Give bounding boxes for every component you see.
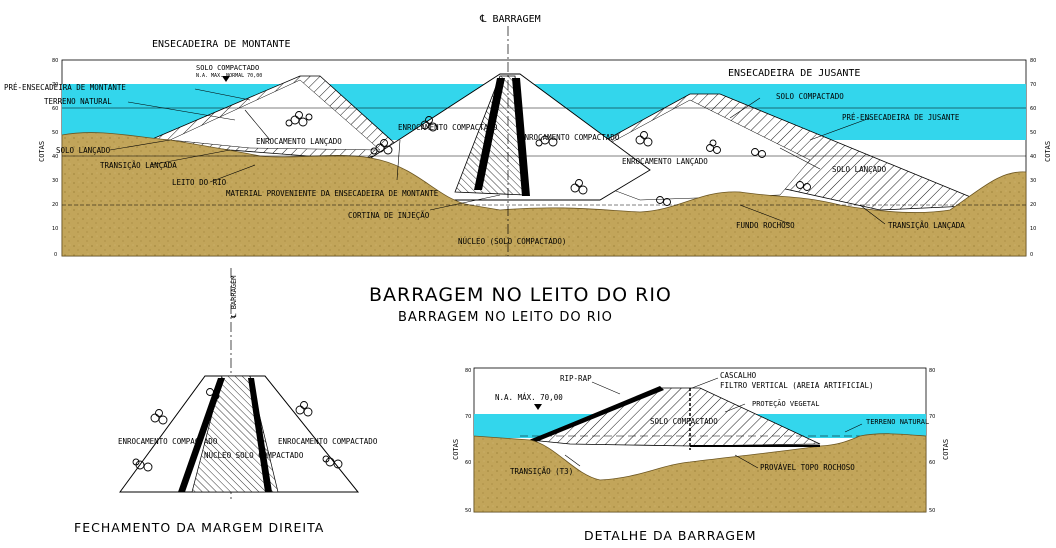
label-solo-compactado-top: SOLO COMPACTADO: [196, 64, 259, 72]
tick-10-left: 10: [52, 226, 58, 232]
detail-tick-60-right: 60: [929, 460, 935, 466]
axis-label-cotas-left: COTAS: [38, 141, 46, 162]
detail-right-ticks: 80 70 60 50: [929, 368, 935, 514]
detail-label-na-max: N.A. MÁX. 70,00: [495, 393, 563, 402]
tick-40-right: 40: [1030, 154, 1036, 160]
detail-label-provavel-topo: PROVÁVEL TOPO ROCHOSO: [760, 463, 855, 472]
tick-70-left: 70: [52, 82, 58, 88]
closure-centerline-label: ℄ BARRAGEM: [230, 276, 238, 319]
bottom-right-section: [473, 367, 927, 513]
label-transicao-lancada-left: TRANSIÇÃO LANÇADA: [100, 161, 177, 170]
detail-label-filtro-vertical: FILTRO VERTICAL (AREIA ARTIFICIAL): [720, 381, 874, 390]
detail-label-protecao-vegetal: PROTEÇÃO VEGETAL: [752, 399, 819, 408]
detail-label-rip-rap: RIP-RAP: [560, 374, 592, 383]
upstream-rockfill: [169, 79, 381, 151]
tick-80-left: 80: [52, 58, 58, 64]
left-ticks: 80 70 60 50 40 30 20 10 0: [52, 58, 58, 258]
detail-axis-label-left: COTAS: [452, 439, 460, 460]
detail-axis-label-right: COTAS: [942, 439, 950, 460]
axis-label-cotas-right: COTAS: [1044, 141, 1052, 162]
tick-0-right: 0: [1030, 252, 1033, 258]
label-pre-ensecadeira-montante: PRÉ-ENSECADEIRA DE MONTANTE: [4, 83, 126, 92]
detail-tick-50-left: 50: [465, 508, 471, 514]
tick-10-right: 10: [1030, 226, 1036, 232]
top-section: 80 70 60 50 40 30 20 10 0 80 70 60 50 40…: [38, 26, 1052, 258]
label-na-max: N.A. MAX. NORMAL 70,00: [196, 73, 262, 79]
closure-title: FECHAMENTO DA MARGEM DIREITA: [74, 520, 324, 535]
detail-left-ticks: 80 70 60 50: [465, 368, 471, 514]
label-cortina-injecao: CORTINA DE INJEÇÃO: [348, 211, 430, 220]
tick-80-right: 80: [1030, 58, 1036, 64]
label-solo-compactado-right: SOLO COMPACTADO: [776, 92, 844, 101]
elevation-lines: [62, 107, 1026, 206]
tick-30-right: 30: [1030, 178, 1036, 184]
downstream-cofferdam-title: ENSECADEIRA DE JUSANTE: [728, 68, 860, 79]
detail-title: DETALHE DA BARRAGEM: [584, 528, 757, 543]
leader-lines: [109, 88, 886, 225]
label-solo-lancado-right: SOLO LANÇADO: [832, 165, 887, 174]
rip-rap-layer: [530, 386, 664, 442]
detail-label-transicao: TRANSIÇÃO (T3): [510, 467, 573, 476]
tick-60-left: 60: [52, 106, 58, 112]
detail-label-solo-compactado: SOLO COMPACTADO: [650, 417, 718, 426]
detail-soil: [473, 433, 927, 513]
main-title: BARRAGEM NO LEITO DO RIO: [369, 284, 672, 306]
label-fundo-rochoso: FUNDO ROCHOSO: [736, 221, 795, 230]
detail-tick-70-right: 70: [929, 414, 935, 420]
tick-0-left: 0: [54, 252, 57, 258]
label-enrocamento-lancado-right: ENROCAMENTO LANÇADO: [622, 157, 708, 166]
tick-30-left: 30: [52, 178, 58, 184]
tick-70-right: 70: [1030, 82, 1036, 88]
label-enrocamento-compactado-b: ENROCAMENTO COMPACTADO: [520, 133, 620, 142]
label-enrocamento-compactado-a: ENROCAMENTO COMPACTADO: [398, 123, 498, 132]
detail-tick-70-left: 70: [465, 414, 471, 420]
rock-clusters: [285, 111, 811, 206]
label-nucleo: NÚCLEO (SOLO COMPACTADO): [458, 237, 566, 246]
upstream-cofferdam-title: ENSECADEIRA DE MONTANTE: [152, 39, 290, 50]
tick-50-right: 50: [1030, 130, 1036, 136]
closure-rock-clusters: [132, 388, 343, 472]
label-pre-ensecadeira-jusante: PRÉ-ENSECADEIRA DE JUSANTE: [842, 113, 960, 122]
label-enrocamento-lancado-left: ENROCAMENTO LANÇADO: [256, 137, 342, 146]
detail-tick-50-right: 50: [929, 508, 935, 514]
right-ticks: 80 70 60 50 40 30 20 10 0: [1030, 58, 1036, 258]
closure-label-right: ENROCAMENTO COMPACTADO: [278, 437, 378, 446]
centerline-label: ℄ BARRAGEM: [479, 14, 541, 25]
label-material-proveniente: MATERIAL PROVENIENTE DA ENSECADEIRA DE M…: [226, 189, 439, 198]
tick-20-right: 20: [1030, 202, 1036, 208]
river-bed-soil: [61, 132, 1027, 257]
closure-label-left: ENROCAMENTO COMPACTADO: [118, 437, 218, 446]
tick-50-left: 50: [52, 130, 58, 136]
closure-label-core: NÚCLEO SOLO COMPACTADO: [204, 451, 304, 460]
label-terreno-natural: TERRENO NATURAL: [44, 97, 112, 106]
detail-leaders: [564, 377, 863, 469]
detail-label-terreno-natural: TERRENO NATURAL: [866, 418, 929, 426]
bottom-left-section: [119, 268, 360, 500]
detail-tick-80-left: 80: [465, 368, 471, 374]
label-transicao-lancada-right: TRANSIÇÃO LANÇADA: [888, 221, 965, 230]
label-leito-do-rio: LEITO DO RIO: [172, 178, 227, 187]
subtitle: BARRAGEM NO LEITO DO RIO: [398, 310, 613, 325]
detail-label-cascalho: CASCALHO: [720, 371, 757, 380]
tick-20-left: 20: [52, 202, 58, 208]
detail-tick-60-left: 60: [465, 460, 471, 466]
detail-water-marker: [534, 404, 542, 410]
tick-40-left: 40: [52, 154, 58, 160]
label-solo-lancado-left: SOLO LANÇADO: [56, 146, 111, 155]
detail-tick-80-right: 80: [929, 368, 935, 374]
water-level-marker: [222, 76, 230, 82]
tick-60-right: 60: [1030, 106, 1036, 112]
